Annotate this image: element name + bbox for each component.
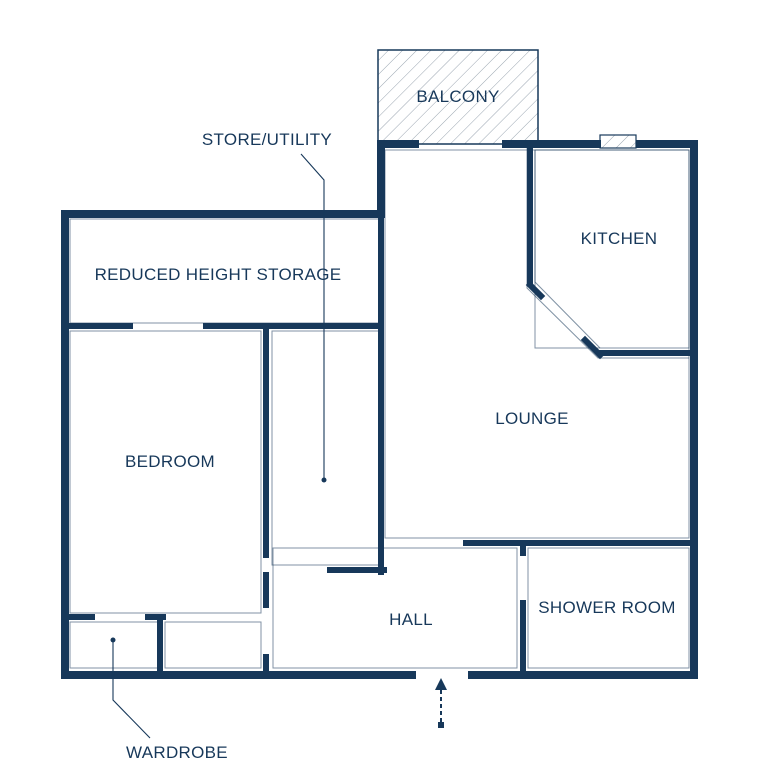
balcony: [377, 49, 539, 145]
store-utility-label: STORE/UTILITY: [202, 130, 332, 149]
bedroom-label: BEDROOM: [125, 452, 215, 471]
interior-walls: [65, 144, 697, 676]
outer-walls: [61, 140, 698, 679]
balcony-label: BALCONY: [416, 87, 499, 106]
kitchen-vent: [599, 134, 637, 149]
kitchen-angled-wall: [526, 148, 689, 359]
wardrobe-label: WARDROBE: [126, 743, 228, 762]
shower-room-label: SHOWER ROOM: [538, 598, 675, 617]
kitchen-label: KITCHEN: [581, 229, 658, 248]
reduced-height-storage-label: REDUCED HEIGHT STORAGE: [95, 265, 342, 284]
lounge-label: LOUNGE: [495, 409, 569, 428]
hall-label: HALL: [389, 610, 433, 629]
entrance-arrow-icon: [435, 678, 447, 728]
leader-lines: [110, 153, 327, 739]
